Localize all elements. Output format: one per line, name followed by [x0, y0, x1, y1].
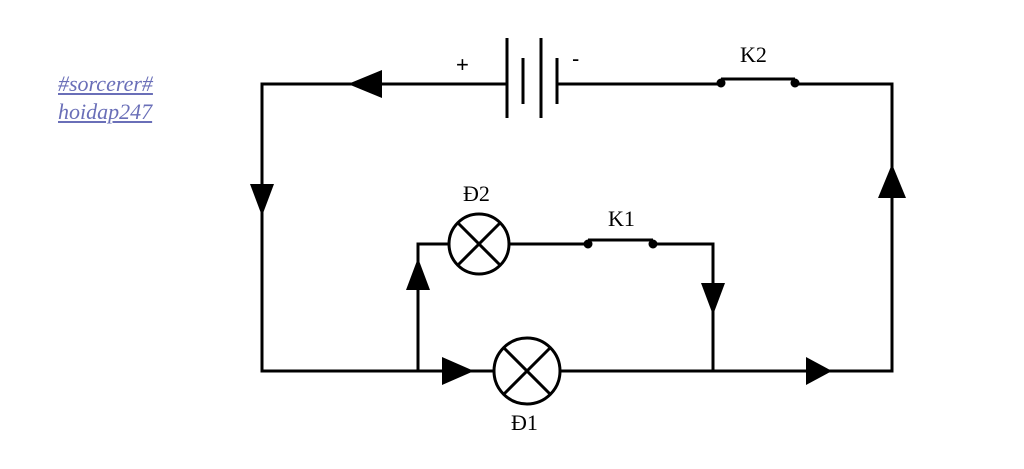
watermark-line-2: hoidap247	[58, 99, 153, 124]
lamp-d2	[447, 212, 511, 276]
wire-branch-left	[416, 242, 451, 373]
arrow-down-branch	[701, 283, 725, 315]
switch-k1-label: K1	[608, 206, 635, 231]
arrow-left-top	[348, 70, 382, 98]
switch-k2	[716, 77, 800, 88]
battery-plus-sign: +	[456, 52, 469, 77]
lamp-d2-label: Đ2	[463, 181, 490, 206]
battery-minus-sign: -	[572, 46, 579, 71]
battery	[505, 38, 559, 118]
arrow-right-bottom-right	[806, 357, 832, 385]
arrow-up-branch	[406, 258, 430, 290]
arrow-up-right	[878, 164, 906, 198]
watermark-line-1: #sorcerer#	[58, 71, 153, 96]
arrow-down-left	[250, 184, 274, 216]
switch-k2-label: K2	[740, 42, 767, 67]
lamp-d1-label: Đ1	[511, 410, 538, 435]
switch-k1	[583, 238, 658, 249]
wire-branch-right	[651, 242, 715, 373]
wire-right	[711, 82, 894, 373]
lamp-d1	[492, 336, 562, 406]
arrow-right-bottom-left	[442, 357, 474, 385]
watermark: #sorcerer# hoidap247	[58, 70, 153, 126]
wire-top-left	[260, 82, 509, 373]
